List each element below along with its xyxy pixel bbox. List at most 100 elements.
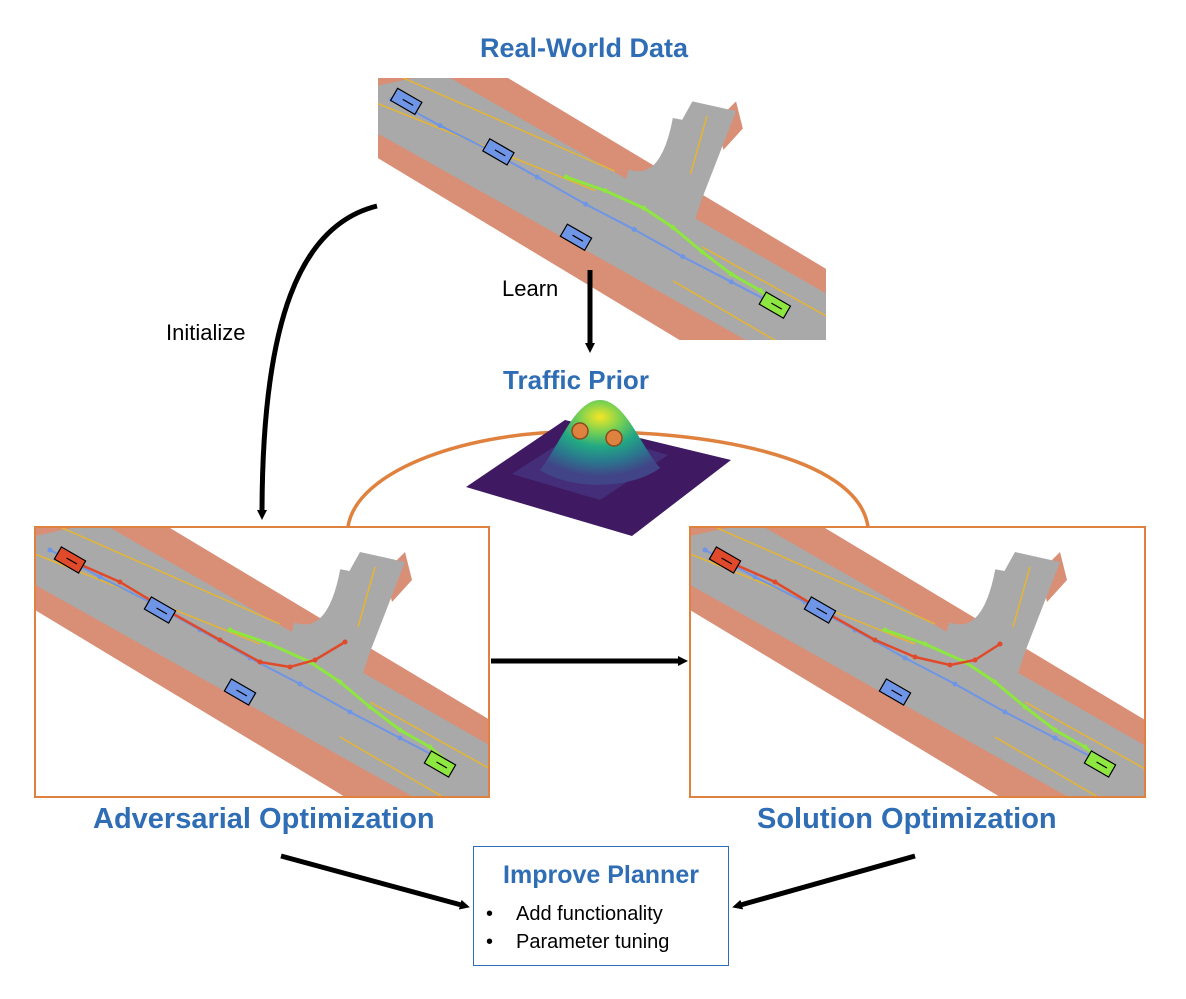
trajectory-point [728, 271, 734, 277]
bullet-glyph: • [486, 931, 494, 953]
vehicle-heading [891, 689, 903, 697]
vehicle-heading [494, 149, 506, 157]
trajectory-point [772, 579, 778, 585]
vehicle-heading [402, 98, 414, 106]
trajectory-point [641, 205, 647, 211]
vehicle [481, 137, 515, 166]
vehicle [389, 87, 423, 116]
road-curve [285, 568, 370, 655]
vehicle [223, 678, 257, 706]
solution-optimization-title: Solution Optimization [757, 803, 1057, 835]
vehicle-heading [1096, 761, 1108, 769]
trajectory-point [534, 174, 540, 180]
lane-line [1024, 701, 1144, 770]
trajectory-point [337, 679, 343, 685]
trajectory-point [680, 254, 686, 260]
lane-line [715, 528, 936, 625]
green-trajectory [229, 628, 451, 766]
vehicle [878, 678, 912, 706]
vehicle [708, 546, 742, 574]
trajectory-point [437, 123, 443, 129]
trajectory-point [902, 655, 908, 661]
vehicle [423, 750, 457, 778]
vehicle [803, 596, 837, 624]
trajectory-point [872, 637, 878, 643]
improve-planner-title: Improve Planner [503, 861, 699, 889]
lane-line [401, 78, 616, 172]
lane-line [339, 736, 443, 796]
solution-to-planner-arrow [732, 853, 916, 910]
trajectory-point [997, 641, 1003, 647]
trajectory-point [563, 174, 569, 180]
trajectory-point [217, 637, 223, 643]
trajectory-point [367, 704, 373, 710]
lane-line [701, 246, 826, 317]
green-trajectory [884, 628, 1106, 766]
vehicle-heading [236, 689, 248, 697]
solution-panel-frame [689, 526, 1146, 798]
trajectory-point [347, 709, 353, 715]
traffic-prior-title: Traffic Prior [503, 365, 649, 395]
trajectory-point [631, 226, 637, 232]
trajectory-point [952, 681, 958, 687]
trajectory-point [257, 659, 263, 665]
vehicle-heading [572, 234, 584, 242]
initialize-arrow [257, 203, 378, 520]
road-branch [965, 552, 1060, 682]
lane-line [378, 102, 596, 192]
vehicle-heading [816, 607, 828, 615]
trajectory-point [1022, 704, 1028, 710]
lane-line [1012, 566, 1031, 628]
trajectory-point [583, 201, 589, 207]
lane-line [672, 280, 776, 340]
prior-sample-point-b [605, 429, 623, 447]
lane-line [369, 701, 488, 769]
trajectory-point [287, 664, 293, 670]
adversarial-to-planner-arrow [280, 853, 470, 910]
red-trajectory [69, 558, 346, 669]
planner-bullet-item: •Add functionality [486, 903, 663, 926]
vehicle [143, 596, 177, 624]
trajectory-point [312, 657, 318, 663]
trajectory-point [342, 639, 348, 645]
trajectory-point [728, 279, 734, 285]
vehicle [559, 223, 593, 252]
red-trajectory [724, 558, 1001, 667]
prior-sample-point-a [571, 422, 589, 440]
road-surface [691, 528, 1144, 796]
trajectory-point [397, 727, 403, 733]
trajectory-point [922, 641, 928, 647]
trajectory-point [267, 641, 273, 647]
trajectory-point [992, 679, 998, 685]
vehicle-heading [156, 607, 168, 615]
road-branch [643, 101, 737, 228]
vehicle-heading [771, 302, 783, 310]
vehicle-heading [721, 557, 733, 565]
vehicle-heading [436, 761, 448, 769]
green-trajectory [565, 175, 781, 309]
trajectory-point [702, 547, 708, 553]
vehicle [758, 291, 792, 319]
trajectory-point [752, 574, 758, 580]
trajectory-point [947, 662, 953, 668]
adversarial-map-panel [36, 528, 488, 796]
road-curve [620, 117, 703, 202]
trajectory-point [117, 579, 123, 585]
vehicle [53, 546, 87, 574]
road-curve [940, 568, 1025, 655]
trajectory-point [427, 744, 433, 750]
trajectory-point [1052, 727, 1058, 733]
planner-bullet-text: Add functionality [516, 903, 663, 925]
solution-map-panel [691, 528, 1144, 796]
traffic-prior-surface [466, 400, 731, 536]
trajectory-point [1082, 744, 1088, 750]
trajectory-point [670, 225, 676, 230]
lane-line [60, 528, 281, 625]
lane-line [357, 566, 376, 628]
trajectory-point [972, 657, 978, 663]
road-surface [378, 78, 826, 340]
vehicle-heading [66, 557, 78, 565]
trajectory-point [757, 288, 763, 294]
